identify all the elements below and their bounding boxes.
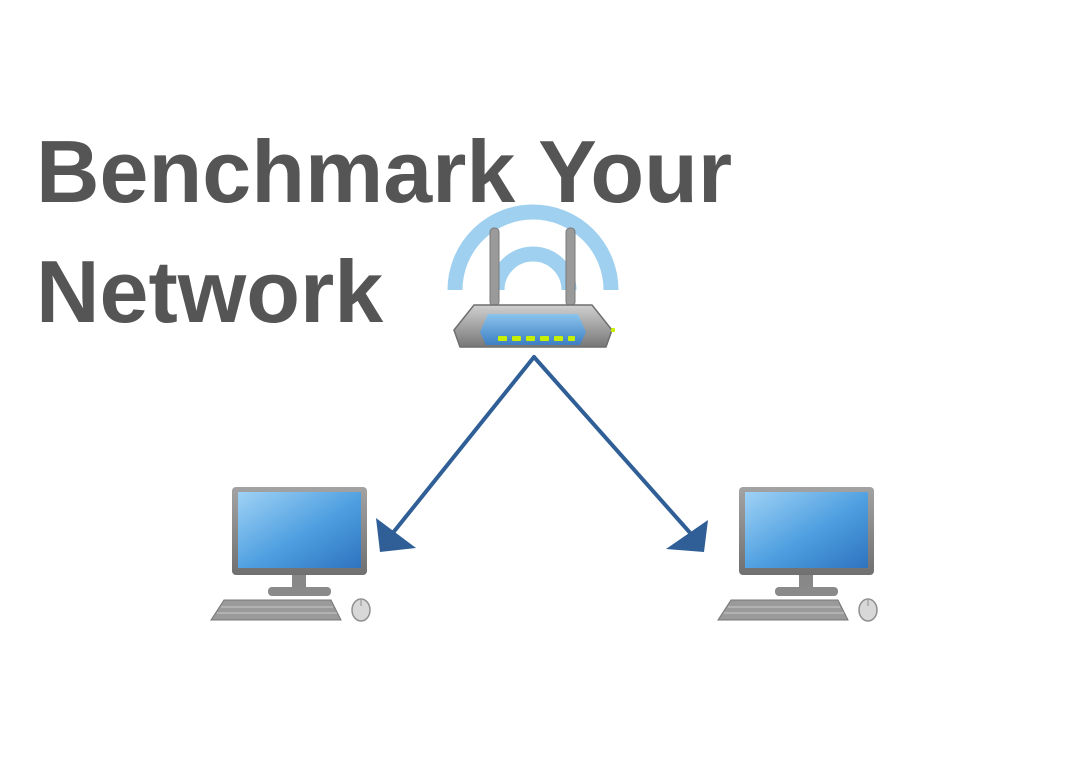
arrow-down-left-icon [376,355,536,552]
wifi-arc-outer [447,204,619,291]
monitor-screen [745,492,868,568]
router-antenna-left [489,227,500,307]
wifi-signal-icon [447,204,619,291]
title-line-2: Network [36,242,384,341]
title-line-1: Benchmark Your [36,122,733,221]
computer-mouse [351,598,371,622]
monitor-neck [292,575,306,588]
desktop-computer-icon-right [717,487,878,622]
wireless-router-icon [453,227,615,348]
monitor-stand [268,587,331,596]
keyboard [717,599,849,621]
computer-mouse [858,598,878,622]
monitor-screen [238,492,361,568]
arrow-down-right-icon [532,355,708,552]
wifi-arc-inner [489,246,577,291]
monitor-stand [775,587,838,596]
monitor-neck [799,575,813,588]
desktop-computer-icon-left [210,487,371,622]
keyboard [210,599,342,621]
router-leds [498,328,615,341]
router-antenna-right [565,227,576,307]
